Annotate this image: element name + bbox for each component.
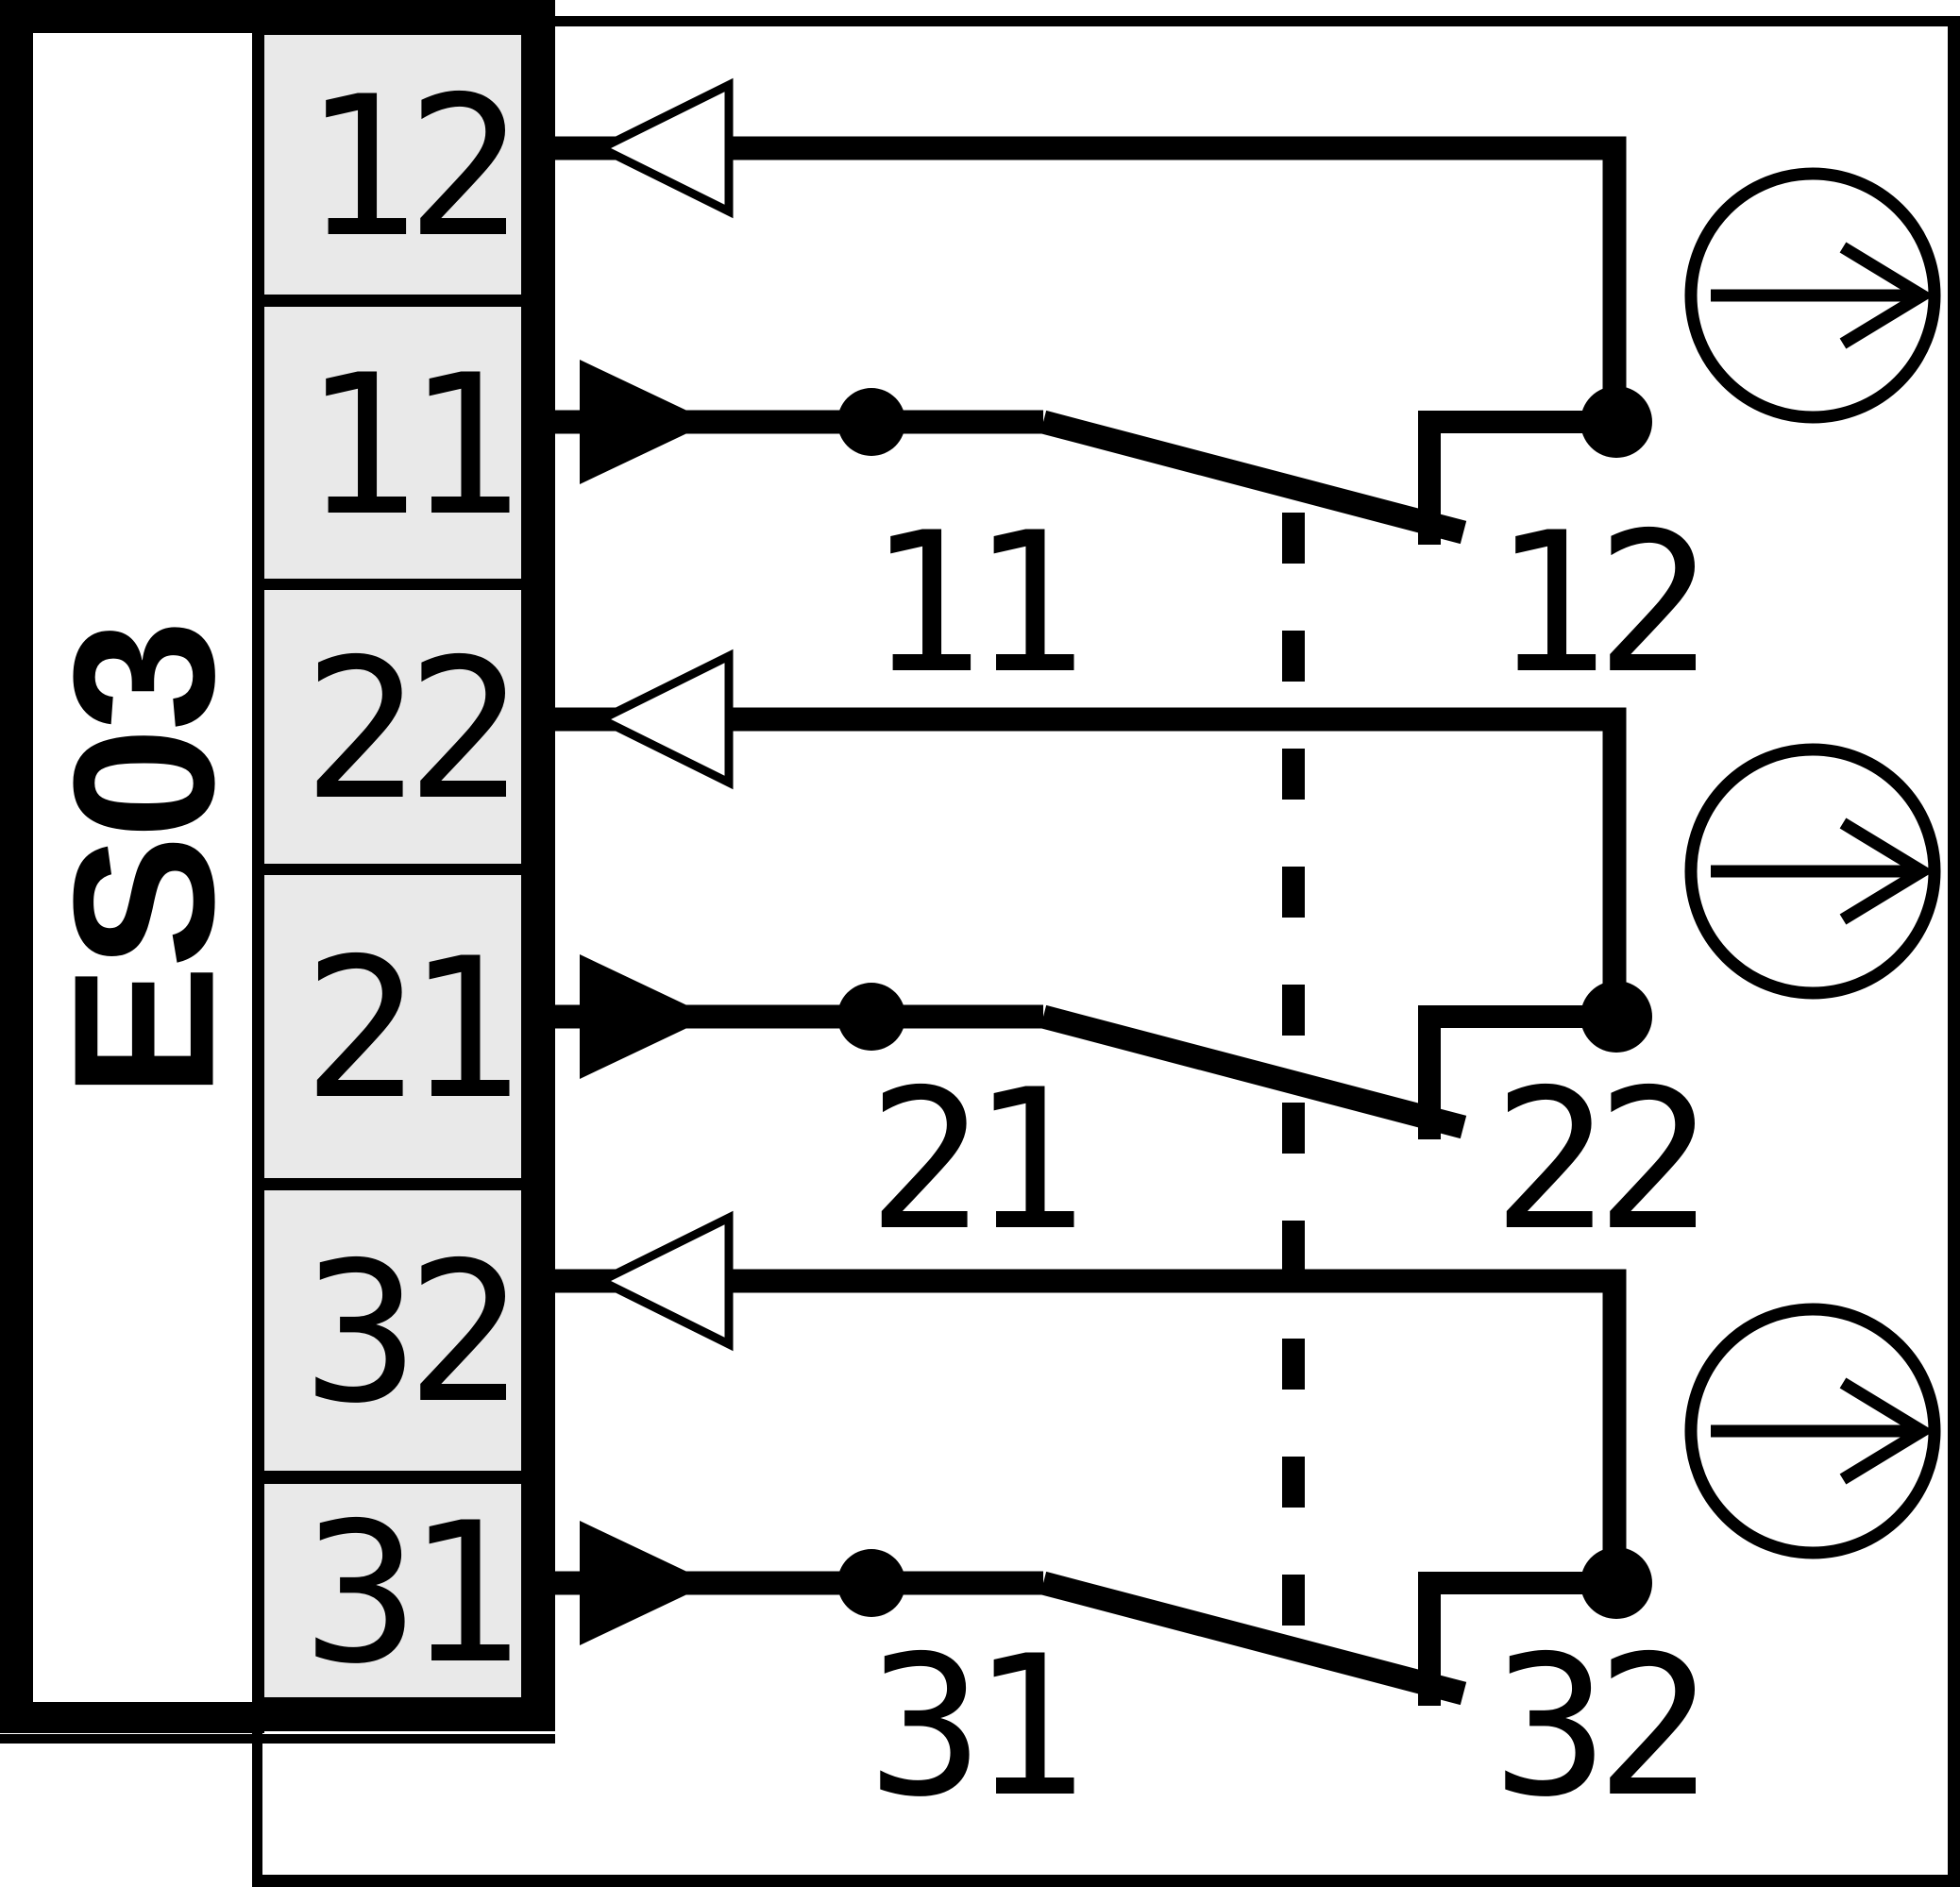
contact-label-left: 31: [868, 1615, 1074, 1840]
terminal-cell: [264, 35, 521, 295]
actuator-circle-icon: [1684, 1303, 1941, 1559]
terminal-block: 12 11 22 21 32 31: [252, 0, 555, 1731]
terminal-cell-label: 31: [303, 1482, 510, 1707]
fixed-contact-hook: [1418, 411, 1616, 545]
terminal-cell: [264, 307, 521, 579]
actuator-arrow-head: [1839, 242, 1935, 349]
diagram-border-bottom: [257, 1875, 1960, 1887]
junction-dot: [837, 983, 905, 1051]
terminal-cell-label: 32: [303, 1221, 510, 1446]
terminal-cell: [264, 1484, 521, 1697]
wire-fixed-12: [555, 136, 1627, 420]
terminal-cell-label: 22: [303, 618, 510, 843]
actuator-circle: [1684, 167, 1941, 424]
junction-dot: [837, 1549, 905, 1617]
hollow-arrow-icon: [591, 649, 734, 790]
actuator-circle-icon: [1684, 743, 1941, 1000]
hollow-arrow-icon: [591, 1210, 734, 1352]
housing-interior: [33, 33, 252, 1702]
terminal-cell: [264, 875, 521, 1178]
contact-blade: [1039, 1571, 1467, 1706]
contact-blade: [1039, 1004, 1467, 1139]
fixed-contact-hook: [1418, 1005, 1616, 1139]
wire-fixed-22: [555, 707, 1627, 1015]
terminal-cell: [264, 590, 521, 864]
terminal-cell: [264, 1190, 521, 1471]
terminal-cell-label: 11: [303, 334, 510, 559]
contact-label-left: 11: [868, 492, 1074, 716]
contact-label-right: 12: [1493, 492, 1699, 716]
diagram-border-right: [1948, 16, 1960, 1887]
device-housing-box: ES03: [0, 0, 264, 1733]
contact-label-left: 21: [868, 1049, 1074, 1273]
junction-dot: [837, 388, 905, 456]
diagram-border-top: [257, 16, 1960, 26]
contact-blade: [1039, 410, 1467, 545]
hollow-arrow-icon: [591, 77, 734, 219]
contact-label-right: 22: [1493, 1049, 1699, 1273]
actuator-circle: [1684, 743, 1941, 1000]
housing-ledge-line: [0, 1734, 555, 1744]
actuator-arrow-head: [1839, 1377, 1935, 1485]
contact-label-right: 32: [1493, 1615, 1699, 1840]
nc-contact-group-1: 11 12: [555, 77, 1941, 716]
filled-arrow-icon: [580, 360, 711, 484]
actuator-circle: [1684, 1303, 1941, 1559]
nc-contact-group-3: 31 32: [555, 1210, 1941, 1840]
wire-fixed-32: [555, 1269, 1627, 1581]
actuator-circle-icon: [1684, 167, 1941, 424]
terminal-cell-label: 21: [303, 918, 510, 1142]
nc-contact-group-2: 21 22: [555, 649, 1941, 1273]
fixed-contact-hook: [1418, 1572, 1616, 1706]
filled-arrow-icon: [580, 1521, 711, 1645]
actuator-arrow-head: [1839, 817, 1935, 925]
filled-arrow-icon: [580, 954, 711, 1079]
terminal-cell-label: 12: [303, 56, 510, 280]
device-model-label: ES03: [32, 624, 256, 1099]
